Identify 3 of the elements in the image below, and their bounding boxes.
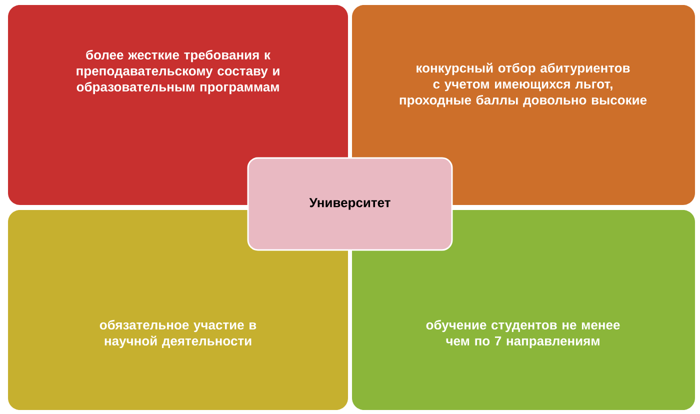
quadrant-panel: обязательное участие в научной деятельности — [8, 210, 348, 410]
quadrant-panel: обучение студентов не менее чем по 7 направлениям — [352, 210, 695, 410]
center-box: Университет — [247, 157, 453, 251]
